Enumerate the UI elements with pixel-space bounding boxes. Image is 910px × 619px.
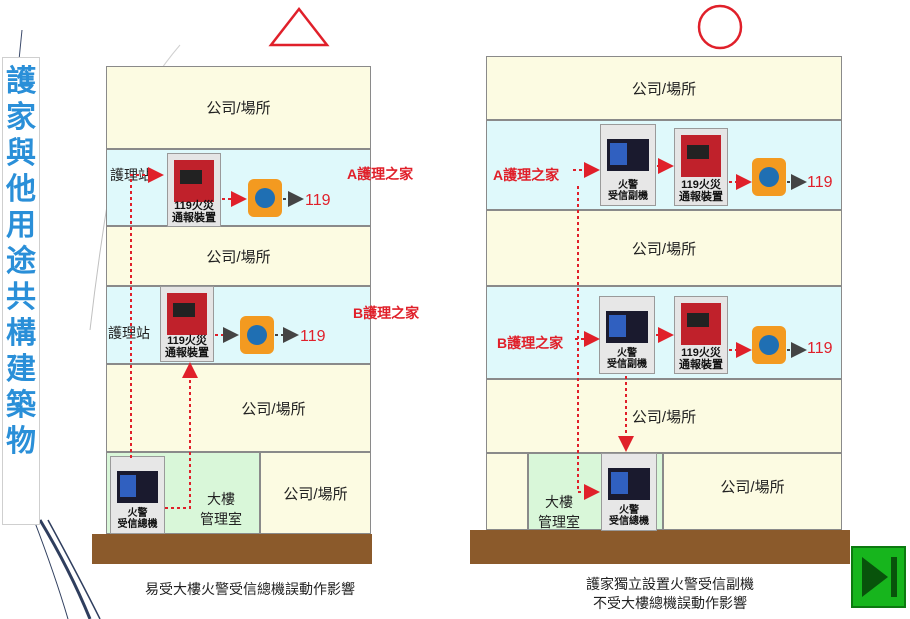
side-title: 護 家 與 他 用 途 共 構 建 築 物 <box>2 57 40 525</box>
side-title-char: 物 <box>6 424 36 459</box>
next-slide-button[interactable] <box>851 546 906 608</box>
right-caption-line-2: 不受大樓總機誤動作影響 <box>593 595 747 611</box>
side-title-char: 他 <box>6 172 36 207</box>
left-arrows <box>130 167 304 509</box>
side-title-char: 建 <box>6 352 36 387</box>
side-title-char: 築 <box>6 388 36 423</box>
side-title-char: 用 <box>6 208 36 243</box>
floor-label: 公司/場所 <box>631 240 697 258</box>
right-caption-line-1: 護家獨立設置火警受信副機 <box>586 576 754 592</box>
right-floor-company-1: 公司/場所 <box>486 56 842 120</box>
left-floor-company-3: 公司/場所 <box>106 364 371 452</box>
device-caption: 119火災 通報裝置 <box>679 347 723 371</box>
telecom-logo-icon <box>248 179 282 217</box>
telecom-logo-icon <box>752 158 786 196</box>
fire-119-reporting-device: 119火災 通報裝置 <box>674 296 728 374</box>
device-caption: 火警 受信總機 <box>117 508 158 530</box>
device-caption: 火警 受信副機 <box>607 348 647 370</box>
side-title-char: 家 <box>6 100 36 135</box>
nursing-home-b-label: B護理之家 <box>353 305 420 321</box>
telecom-logo-icon <box>752 326 786 364</box>
right-arrows <box>573 158 807 500</box>
left-caption: 易受大樓火警受信總機誤動作影響 <box>145 581 355 597</box>
fire-alarm-main-panel: 火警 受信總機 <box>601 453 657 531</box>
device-caption: 119火災 通報裝置 <box>679 179 723 203</box>
side-title-char: 與 <box>6 136 36 171</box>
nursing-home-a-label: A護理之家 <box>347 166 414 182</box>
fire-alarm-main-panel: 火警 受信總機 <box>110 456 165 534</box>
circle-icon <box>697 4 743 50</box>
side-title-char: 構 <box>6 316 36 351</box>
device-caption: 火警 受信總機 <box>609 505 649 527</box>
left-floor-nursing-a <box>106 149 371 226</box>
right-floor-left-strip <box>486 453 528 530</box>
telecom-logo-icon <box>240 316 274 354</box>
arrow-main-to-a <box>130 167 164 458</box>
floor-label: 公司/場所 <box>206 248 271 266</box>
device-caption: 119火災 通報裝置 <box>172 200 216 224</box>
fire-alarm-sub-panel: 火警 受信副機 <box>599 296 655 374</box>
floor-label: 公司/場所 <box>241 400 306 418</box>
left-floor-company-2: 公司/場所 <box>106 226 371 286</box>
floor-label: 公司/場所 <box>631 408 697 426</box>
device-caption: 火警 受信副機 <box>608 180 648 202</box>
fire-alarm-sub-panel: 火警 受信副機 <box>600 124 656 206</box>
arrow-main-to-b <box>165 362 198 509</box>
floor-label: 公司/場所 <box>631 80 697 98</box>
right-ground <box>470 530 850 564</box>
nursing-home-b-label: B護理之家 <box>497 335 564 351</box>
floor-label: 公司/場所 <box>206 100 271 117</box>
fire-119-reporting-device: 119火災 通報裝置 <box>674 128 728 206</box>
right-floor-company-3: 公司/場所 <box>486 379 842 453</box>
mgmt-room-label: 大樓 管理室 <box>200 491 242 527</box>
arrow-sub-a-to-main <box>577 186 600 500</box>
device-caption: 119火災 通報裝置 <box>165 335 209 359</box>
side-title-char: 護 <box>6 64 36 99</box>
left-floor-nursing-b <box>106 286 371 364</box>
triangle-icon <box>268 6 330 47</box>
floor-label: 公司/場所 <box>283 485 348 503</box>
nursing-home-a-label: A護理之家 <box>493 167 560 183</box>
dest-119-label: 119 <box>300 328 326 345</box>
right-floor-company-2: 公司/場所 <box>486 210 842 286</box>
floor-label: 公司/場所 <box>720 479 785 496</box>
dest-119-label: 119 <box>807 340 833 357</box>
right-floor-company-4: 公司/場所 <box>663 453 842 530</box>
left-floor-company-4: 公司/場所 <box>260 452 371 534</box>
dest-119-label: 119 <box>305 192 331 209</box>
left-ground <box>92 534 372 564</box>
nursing-station-label: 護理站 <box>108 325 150 341</box>
fire-119-reporting-device: 119火災 通報裝置 <box>160 286 214 362</box>
side-title-char: 途 <box>6 244 36 279</box>
fire-119-reporting-device: 119火災 通報裝置 <box>167 153 221 227</box>
dest-119-label: 119 <box>807 174 833 191</box>
side-title-char: 共 <box>6 280 36 315</box>
mgmt-room-label: 大樓 管理室 <box>538 494 580 530</box>
left-floor-company-1: 公司/場所 <box>106 66 371 149</box>
